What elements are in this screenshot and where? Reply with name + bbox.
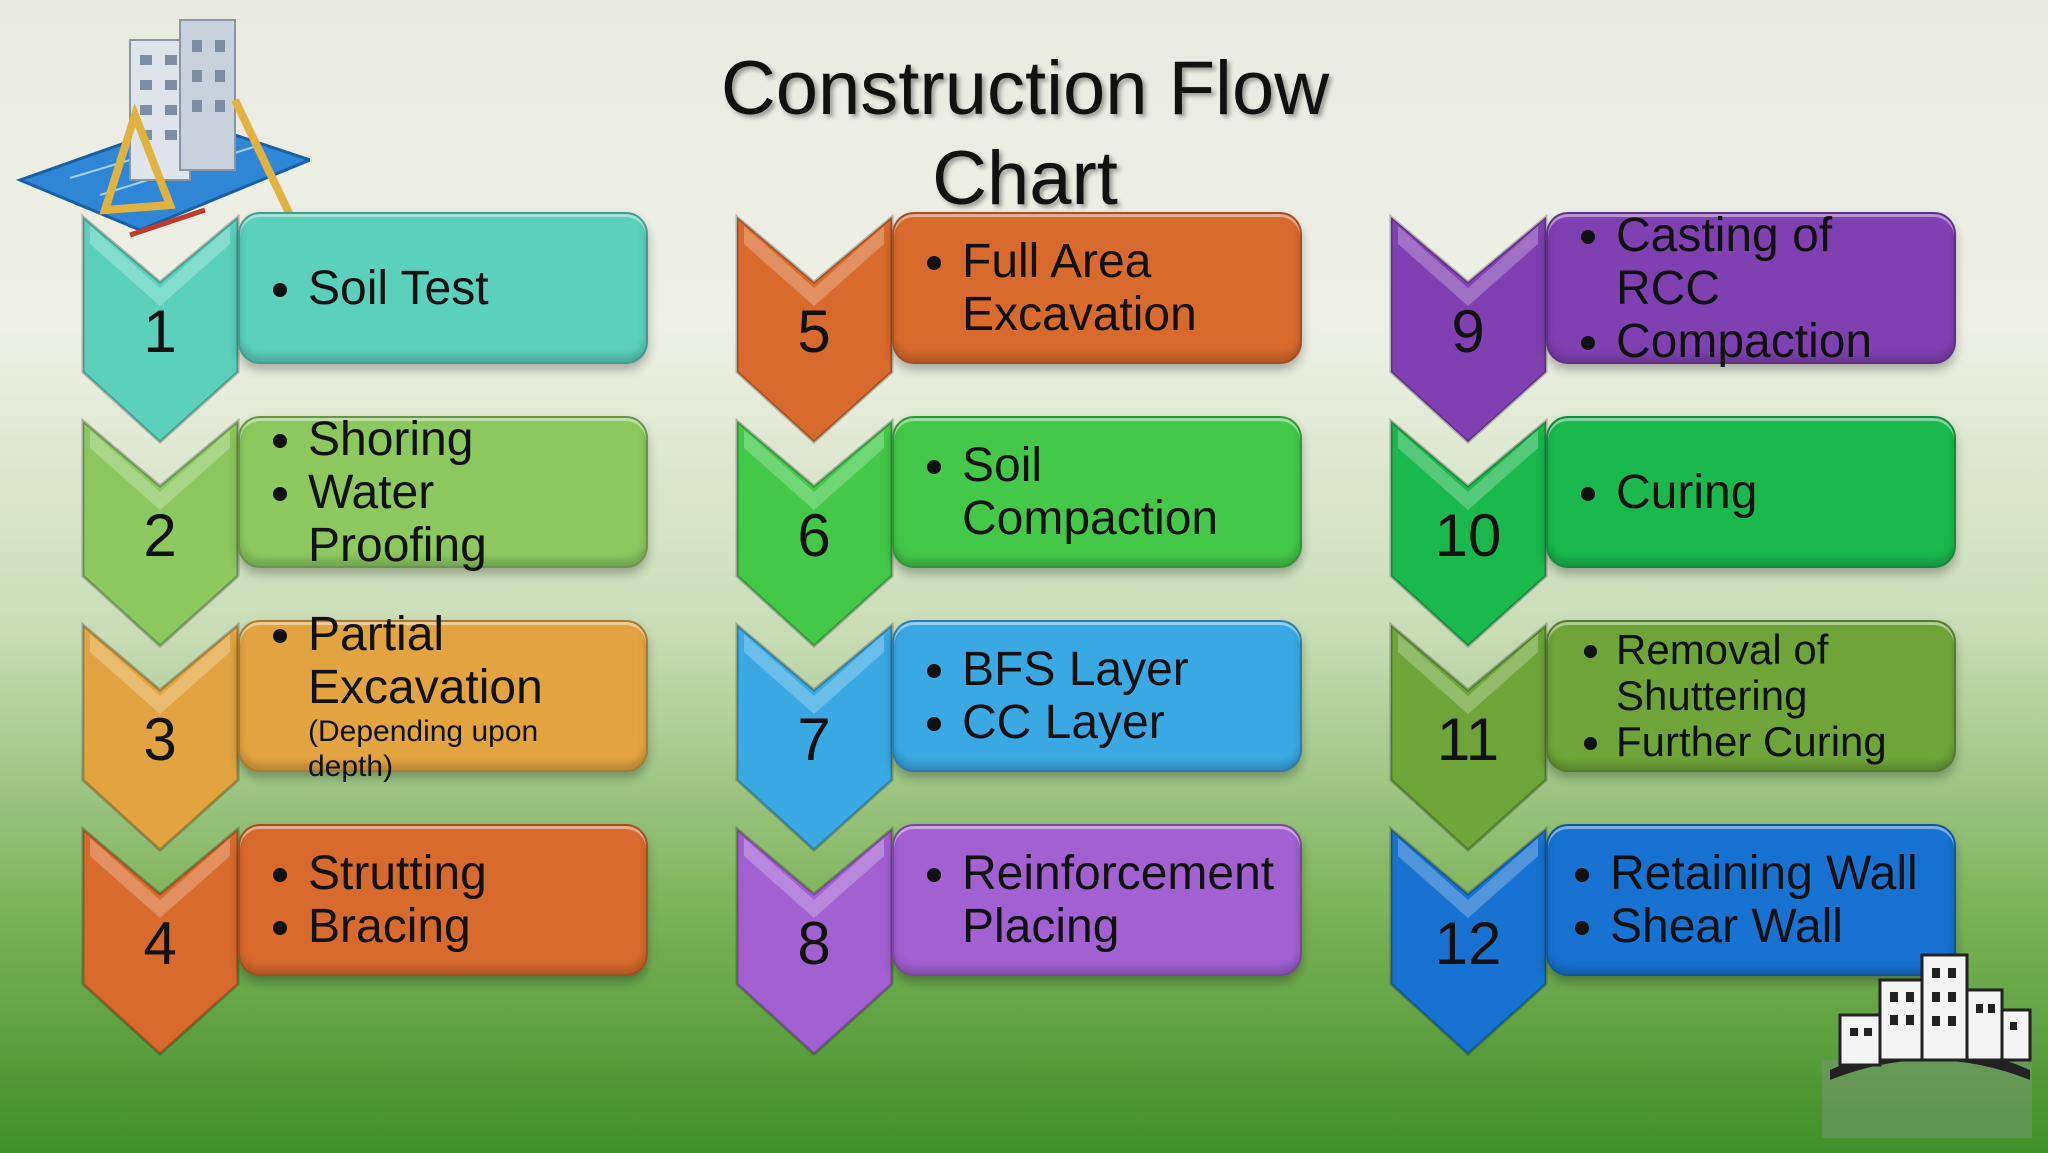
step-box: Soil Test: [238, 212, 648, 364]
chevron-arrow-icon: [78, 416, 248, 656]
step-box: Shoring Water Proofing: [238, 413, 648, 572]
step-box: Soil Compaction: [892, 416, 1302, 568]
step-item: Partial Excavation: [308, 608, 588, 714]
step-7: 7 BFS Layer CC Layer: [732, 620, 1312, 860]
step-box: Retaining Wall Shear Wall: [1546, 824, 1956, 976]
chevron-arrow-icon: [732, 416, 902, 656]
step-box: Casting of RCC Compaction: [1546, 209, 1956, 368]
step-item: Retaining Wall: [1610, 847, 1944, 900]
step-4: 4 Strutting Bracing: [78, 824, 658, 1064]
step-number: 2: [143, 502, 177, 569]
page-title: Construction Flow Chart: [720, 46, 1330, 221]
step-1: 1 Soil Test: [78, 212, 658, 452]
step-number: 5: [797, 298, 831, 365]
step-box: BFS Layer CC Layer: [892, 620, 1302, 772]
step-item: Soil Compaction: [962, 439, 1242, 545]
step-item: Removal of Shuttering: [1616, 627, 1906, 719]
step-box: Removal of Shuttering Further Curing: [1546, 620, 1956, 772]
step-5: 5 Full Area Excavation: [732, 212, 1312, 452]
step-number: 1: [143, 298, 177, 365]
step-number: 11: [1436, 706, 1500, 773]
building-blueprint-icon: [10, 10, 315, 250]
step-9: 9 Casting of RCC Compaction: [1386, 209, 1966, 452]
chevron-arrow-icon: [732, 212, 902, 452]
step-item: Bracing: [308, 900, 636, 953]
step-note: (Depending upon depth): [308, 715, 539, 783]
step-item: Further Curing: [1616, 719, 1944, 765]
step-11: 11 Removal of Shuttering Further Curing: [1386, 620, 1966, 860]
step-number: 8: [797, 910, 831, 977]
step-item: Curing: [1616, 466, 1944, 519]
step-box: Strutting Bracing: [238, 824, 648, 976]
step-box: Full Area Excavation: [892, 212, 1302, 364]
step-item: CC Layer: [962, 696, 1290, 749]
chevron-arrow-icon: [732, 620, 902, 860]
step-item: Casting of RCC: [1616, 209, 1876, 315]
step-6: 6 Soil Compaction: [732, 416, 1312, 656]
chevron-arrow-icon: [732, 824, 902, 1064]
step-item: Shoring: [308, 413, 636, 466]
chevron-arrow-icon: [1386, 212, 1556, 452]
step-10: 10 Curing: [1386, 416, 1966, 656]
step-number: 10: [1434, 502, 1502, 569]
step-item: BFS Layer: [962, 643, 1290, 696]
city-skyline-icon: [1820, 930, 2040, 1140]
step-box: Reinforcement Placing: [892, 824, 1302, 976]
chevron-arrow-icon: [78, 824, 248, 1064]
step-item: Strutting: [308, 847, 636, 900]
step-box: Partial Excavation (Depending upon depth…: [238, 608, 648, 783]
chevron-arrow-icon: [1386, 620, 1556, 860]
step-box: Curing: [1546, 416, 1956, 568]
chevron-arrow-icon: [1386, 824, 1556, 1064]
step-number: 9: [1451, 298, 1485, 365]
chevron-arrow-icon: [78, 620, 248, 860]
step-item: Shear Wall: [1610, 900, 1944, 953]
chevron-arrow-icon: [1386, 416, 1556, 656]
step-number: 4: [143, 910, 177, 977]
step-number: 12: [1434, 910, 1502, 977]
step-12: 12 Retaining Wall Shear Wall: [1386, 824, 1966, 1064]
step-item: Full Area Excavation: [962, 235, 1242, 341]
step-2: 2 Shoring Water Proofing: [78, 413, 658, 656]
chevron-arrow-icon: [78, 212, 248, 452]
step-number: 7: [797, 706, 831, 773]
step-3: 3 Partial Excavation (Depending upon dep…: [78, 608, 658, 860]
step-item: Compaction: [1616, 315, 1944, 368]
step-item: Soil Test: [308, 262, 636, 315]
step-item: Reinforcement Placing: [962, 847, 1292, 953]
step-8: 8 Reinforcement Placing: [732, 824, 1312, 1064]
step-item: Water Proofing: [308, 466, 508, 572]
step-number: 6: [797, 502, 831, 569]
step-number: 3: [143, 706, 177, 773]
